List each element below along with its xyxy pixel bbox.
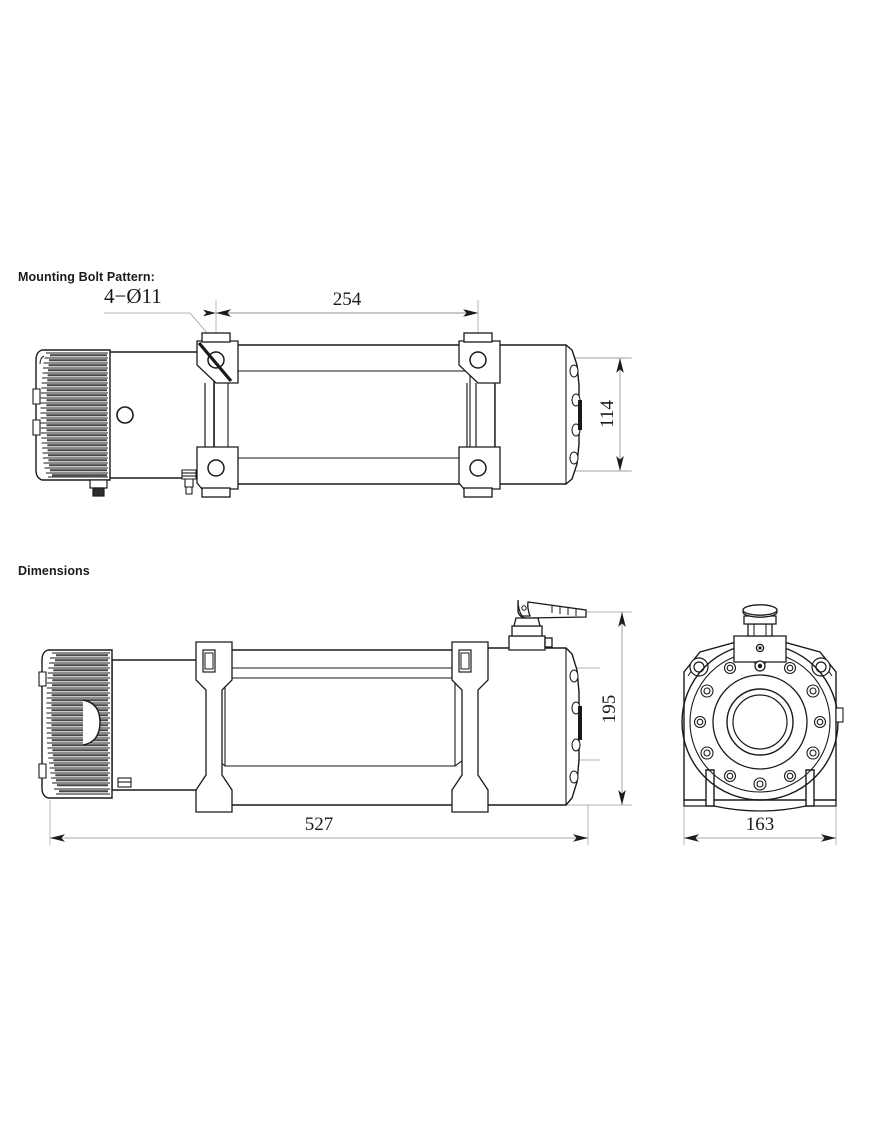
side-elevation-view: 195 527 [38,599,632,845]
clutch-knob-end [733,604,787,672]
clutch-lever-side [508,599,587,651]
end-housing-outline [683,640,837,812]
dimension-254: 254 [203,289,478,317]
callout-bolt-diameter: 4−Ø11 [104,284,215,342]
hose-fitting-top [181,469,197,495]
section-label-dimensions: Dimensions [18,564,90,578]
motor-fins-side [38,649,113,799]
section-label-bolt-pattern: Mounting Bolt Pattern: [18,270,155,284]
extension-lines-side [49,611,632,845]
motor-fins-top [32,349,111,481]
end-elevation-view: 163 [681,604,844,845]
callout-text-bolt-diameter: 4−Ø11 [104,284,162,308]
foot-braces-top [204,383,477,447]
motor-fitting-side [117,777,132,788]
end-corner-bolts [689,657,831,677]
dimension-527: 527 [50,814,588,842]
extension-lines-end [683,806,837,845]
dimension-value-254: 254 [333,289,362,310]
motor-port-top [116,406,134,424]
dimension-163: 163 [684,814,836,842]
end-perimeter-bolts [693,653,827,791]
dimension-value-527: 527 [305,814,334,835]
end-side-tab [835,707,844,723]
dimension-195: 195 [599,612,626,805]
mounting-feet-side [195,641,489,813]
mounting-feet-top [196,332,501,498]
top-plan-view: 254 114 4−Ø11 [32,284,632,498]
dimension-114: 114 [560,357,632,472]
dimension-value-163: 163 [746,814,775,835]
dimension-value-195: 195 [599,695,620,724]
winch-body-top [108,344,582,485]
winch-body-side [111,647,582,806]
dimension-value-114: 114 [597,400,618,428]
end-face-circles [681,643,839,801]
extension-lines-top [109,300,630,472]
motor-cable-gland-top [89,479,108,497]
